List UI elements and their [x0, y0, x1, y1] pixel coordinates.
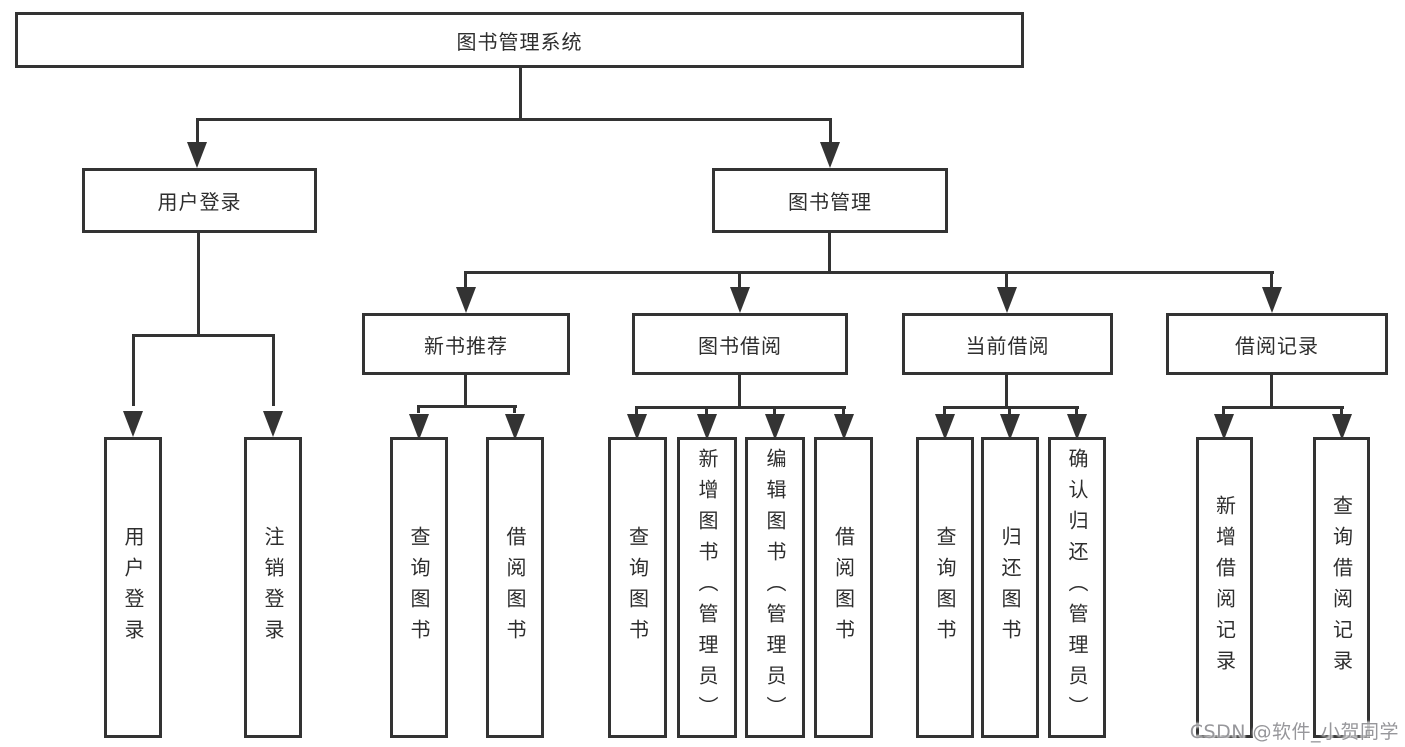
leaf-query-books-borrow: 查询图书	[608, 437, 667, 738]
arrowhead	[456, 287, 476, 313]
leaf-borrow-books-recommend: 借阅图书	[486, 437, 544, 738]
leaf-query-books-recommend: 查询图书	[390, 437, 448, 738]
connector-line	[465, 271, 1274, 274]
arrowhead	[765, 414, 785, 440]
leaf-query-books-current: 查询图书	[916, 437, 974, 738]
arrowhead	[1262, 287, 1282, 313]
leaf-logout: 注销登录	[244, 437, 302, 738]
arrowhead	[627, 414, 647, 440]
node-library-system: 图书管理系统	[15, 12, 1024, 68]
arrowhead	[263, 411, 283, 437]
connector-line	[1270, 271, 1273, 289]
connector-line	[197, 233, 200, 336]
arrowhead	[697, 414, 717, 440]
connector-line	[272, 334, 275, 406]
node-book-management: 图书管理	[712, 168, 948, 233]
leaf-add-borrow-record: 新增借阅记录	[1196, 437, 1253, 738]
connector-line	[1005, 271, 1008, 289]
connector-line	[132, 334, 135, 406]
arrowhead	[820, 142, 840, 168]
leaf-query-borrow-record: 查询借阅记录	[1313, 437, 1370, 738]
connector-line	[635, 406, 638, 414]
watermark: CSDN @软件_小贺同学	[1189, 721, 1399, 743]
node-user-login: 用户登录	[82, 168, 317, 233]
connector-line	[635, 406, 846, 409]
connector-line	[1075, 406, 1078, 414]
arrowhead	[997, 287, 1017, 313]
arrowhead	[834, 414, 854, 440]
leaf-confirm-return-admin: 确认归还（管理员）	[1048, 437, 1106, 738]
connector-line	[705, 406, 708, 414]
arrowhead	[505, 414, 525, 440]
arrowhead	[123, 411, 143, 437]
leaf-user-login: 用户登录	[104, 437, 162, 738]
connector-line	[1270, 375, 1273, 408]
arrowhead	[409, 414, 429, 440]
connector-line	[196, 118, 199, 146]
node-current-borrow: 当前借阅	[902, 313, 1113, 375]
connector-line	[738, 271, 741, 289]
connector-line	[513, 405, 516, 413]
arrowhead	[1067, 414, 1087, 440]
connector-line	[943, 406, 946, 414]
connector-line	[828, 233, 831, 274]
arrowhead	[1000, 414, 1020, 440]
connector-line	[132, 334, 275, 337]
connector-line	[943, 406, 1079, 409]
arrowhead	[935, 414, 955, 440]
connector-line	[196, 118, 832, 121]
connector-line	[842, 406, 845, 414]
arrowhead	[1214, 414, 1234, 440]
connector-line	[417, 405, 517, 408]
arrowhead	[1332, 414, 1352, 440]
connector-line	[464, 271, 467, 289]
node-borrow-records: 借阅记录	[1166, 313, 1388, 375]
node-new-book-recommend: 新书推荐	[362, 313, 570, 375]
connector-line	[1222, 406, 1225, 414]
arrowhead	[730, 287, 750, 313]
connector-line	[519, 68, 522, 121]
connector-line	[773, 406, 776, 414]
connector-line	[1005, 375, 1008, 408]
connector-line	[829, 118, 832, 146]
node-book-borrow: 图书借阅	[632, 313, 848, 375]
connector-line	[464, 375, 467, 408]
leaf-add-books-admin: 新增图书（管理员）	[677, 437, 737, 738]
leaf-edit-books-admin: 编辑图书（管理员）	[745, 437, 805, 738]
leaf-return-books: 归还图书	[981, 437, 1039, 738]
arrowhead	[187, 142, 207, 168]
connector-line	[1222, 406, 1344, 409]
connector-line	[1340, 406, 1343, 414]
connector-line	[738, 375, 741, 408]
connector-line	[417, 405, 420, 413]
leaf-borrow-books: 借阅图书	[814, 437, 873, 738]
connector-line	[1008, 406, 1011, 414]
